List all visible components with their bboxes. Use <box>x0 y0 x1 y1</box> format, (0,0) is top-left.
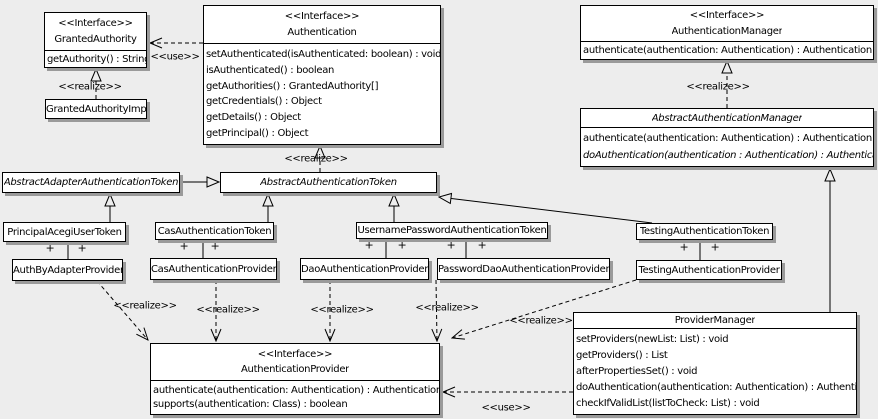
method-row: getAuthority() : String <box>47 53 146 65</box>
class-name: AbstractAuthenticationManager <box>651 112 803 124</box>
stereotype-label: <<Interface>> <box>58 18 133 29</box>
realize-arrow-grantedauthorityimpl-label: <<realize>> <box>58 81 122 93</box>
class-granted-authority: <<Interface>> GrantedAuthority getAuthorit… <box>44 12 147 68</box>
method-row: authenticate(authentication: Authenticat… <box>153 384 439 396</box>
methods-compartment: getAuthority() : String <box>45 50 146 67</box>
realize-arrow-testingauthenticationprovider-label: <<realize>> <box>509 315 573 327</box>
class-name: CasAuthenticationToken <box>157 225 272 237</box>
class-granted-authority-impl: GrantedAuthorityImpl <box>45 99 147 119</box>
class-abstract-authentication-manager: AbstractAuthenticationManager authenticat… <box>580 108 874 167</box>
class-authentication-manager: <<Interface>> AuthenticationManager authen… <box>580 5 874 60</box>
class-auth-by-adapter-provider: AuthByAdapterProvider <box>12 259 123 281</box>
class-cas-authentication-token: CasAuthenticationToken <box>155 222 274 240</box>
class-dao-authentication-provider: DaoAuthenticationProvider <box>300 258 429 280</box>
realize-arrow-authbyadapterprovider-label: <<realize>> <box>113 300 177 312</box>
methods-compartment: authenticate(authentication: Authenticat… <box>581 127 873 166</box>
association-end-plus: + <box>710 240 720 254</box>
methods-compartment: authenticate(authentication: Authenticat… <box>151 380 439 414</box>
class-abstract-authentication-token: AbstractAuthenticationToken <box>220 172 437 193</box>
method-row: authenticate(authentication: Authenticat… <box>583 45 872 56</box>
realize-arrow-authbyadapterprovider <box>96 280 148 340</box>
method-row: checkIfValidList(listToCheck: List) : vo… <box>576 398 760 409</box>
stereotype-label: <<Interface>> <box>284 11 360 22</box>
class-name: DaoAuthenticationProvider <box>301 263 428 275</box>
methods-compartment: setProviders(newList: List) : void getPro… <box>574 328 856 414</box>
methods-compartment: authenticate(authentication: Authenticat… <box>581 41 873 59</box>
class-name: ProviderManager <box>674 315 756 326</box>
class-name: Authentication <box>287 27 357 38</box>
realize-arrow-casauthenticationprovider-label: <<realize>> <box>196 304 260 316</box>
association-end-plus: + <box>210 239 220 253</box>
method-row: getProviders() : List <box>576 350 668 361</box>
method-row: getAuthorities() : GrantedAuthority[] <box>206 80 379 92</box>
method-row: setProviders(newList: List) : void <box>576 334 729 345</box>
association-end-plus: + <box>179 239 189 253</box>
association-end-plus: + <box>446 238 456 252</box>
association-end-plus: + <box>397 238 407 252</box>
method-row: getCredentials() : Object <box>206 96 322 108</box>
class-testing-authentication-provider: TestingAuthenticationProvider <box>636 260 782 280</box>
class-name: AbstractAdapterAuthenticationToken <box>3 177 179 188</box>
generalization-testingauthenticationtoken <box>439 197 653 224</box>
class-password-dao-authentication-provider: PasswordDaoAuthenticationProvider <box>437 258 610 280</box>
realize-arrow-passworddaoauthenticationprovider-label: <<realize>> <box>415 302 479 314</box>
class-name: GrantedAuthority <box>54 34 137 45</box>
association-end-plus: + <box>45 241 55 255</box>
method-row: getPrincipal() : Object <box>206 128 309 140</box>
class-name: AuthenticationManager <box>671 25 783 37</box>
association-end-plus: + <box>477 238 487 252</box>
methods-compartment: setAuthenticated(isAuthenticated: boolea… <box>204 43 440 144</box>
class-username-password-authentication-token: UsernamePasswordAuthenticationToken <box>356 222 548 239</box>
realize-arrow-passworddaoauthenticationprovider <box>436 279 437 341</box>
method-row: doAuthentication(authentication : Authen… <box>583 149 873 161</box>
method-row: doAuthentication(authentication: Authent… <box>576 382 856 393</box>
association-end-plus: + <box>679 240 689 254</box>
use-arrow-providermanager-to-authenticationprovider-label: <<use>> <box>481 402 531 414</box>
method-row: authenticate(authentication: Authenticat… <box>583 133 872 145</box>
class-authentication-provider: <<Interface>> AuthenticationProvider authe… <box>150 343 440 415</box>
class-name: AuthenticationProvider <box>241 364 349 376</box>
class-cas-authentication-provider: CasAuthenticationProvider <box>150 258 277 280</box>
method-row: afterPropertiesSet() : void <box>576 366 698 377</box>
class-authentication: <<Interface>> Authentication setAuthentica… <box>203 5 441 145</box>
realize-arrow-daoauthenticationprovider-label: <<realize>> <box>310 304 374 316</box>
realize-arrow-abstractauthenticationtoken-label: <<realize>> <box>284 153 348 165</box>
association-end-plus: + <box>77 241 87 255</box>
method-row: isAuthenticated() : boolean <box>206 64 335 76</box>
method-row: setAuthenticated(isAuthenticated: boolea… <box>206 48 440 60</box>
method-row: getDetails() : Object <box>206 112 301 124</box>
class-name: GrantedAuthorityImpl <box>46 103 146 115</box>
class-name: TestingAuthenticationProvider <box>638 264 780 276</box>
stereotype-label: <<Interface>> <box>257 348 333 360</box>
class-name: UsernamePasswordAuthenticationToken <box>357 225 547 236</box>
use-arrow-authentication-to-grantedauthority-label: <<use>> <box>150 51 200 63</box>
association-end-plus: + <box>364 238 374 252</box>
class-principal-acegi-user-token: PrincipalAcegiUserToken <box>3 222 126 242</box>
class-name: PrincipalAcegiUserToken <box>7 226 122 238</box>
class-name: TestingAuthenticationToken <box>639 226 770 237</box>
class-testing-authentication-token: TestingAuthenticationToken <box>636 223 773 240</box>
method-row: supports(authentication: Class) : boolea… <box>153 399 348 411</box>
class-abstract-adapter-authentication-token: AbstractAdapterAuthenticationToken <box>2 172 180 193</box>
class-name: AbstractAuthenticationToken <box>260 177 397 188</box>
class-name: CasAuthenticationProvider <box>151 263 276 275</box>
class-name: AuthByAdapterProvider <box>13 264 122 276</box>
class-provider-manager: ProviderManager setProviders(newList: Lis… <box>573 312 857 415</box>
class-name: PasswordDaoAuthenticationProvider <box>438 263 609 275</box>
realize-arrow-abstractauthenticationmanager-label: <<realize>> <box>686 81 750 93</box>
stereotype-label: <<Interface>> <box>689 10 765 22</box>
